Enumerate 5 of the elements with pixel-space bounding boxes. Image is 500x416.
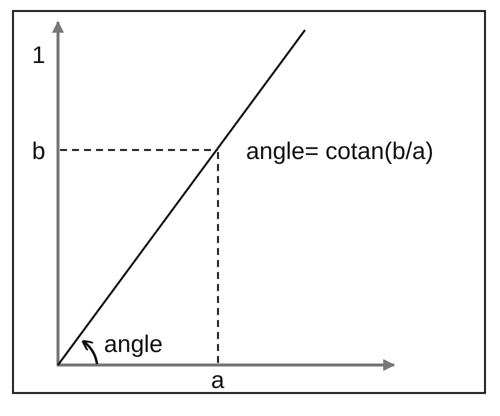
axis-label: b [32, 140, 46, 164]
formula-label: angle= cotan(b/a) [246, 140, 434, 164]
angle-label: angle [104, 333, 163, 357]
axis-label: 1 [32, 44, 46, 68]
axis-label: a [211, 369, 224, 393]
